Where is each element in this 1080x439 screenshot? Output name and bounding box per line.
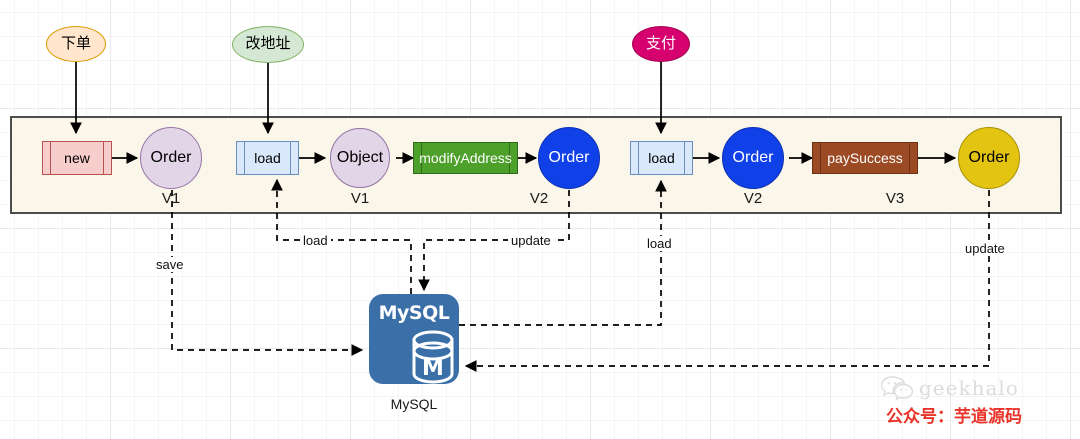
process-bar-left bbox=[244, 142, 245, 174]
state-order-v1[interactable]: Order bbox=[140, 127, 202, 189]
state-order-v2-a[interactable]: Order bbox=[538, 127, 600, 189]
version-label-order-v1: V1 bbox=[161, 190, 181, 207]
step-load-1-label: load bbox=[254, 150, 281, 166]
edge-label-save: save bbox=[153, 257, 187, 272]
edge-mysql-to-load1 bbox=[271, 178, 412, 294]
step-new-label: new bbox=[64, 150, 90, 166]
edge-label-load-2: load bbox=[644, 236, 675, 251]
datastore-mysql[interactable]: MySQL M bbox=[369, 294, 459, 384]
datastore-mysql-caption: MySQL bbox=[390, 396, 438, 412]
trigger-change-address[interactable] bbox=[232, 26, 304, 63]
state-order-v2-a-label: Order bbox=[548, 149, 590, 167]
process-bar-right bbox=[684, 142, 685, 174]
edge-save-to-mysql bbox=[171, 190, 364, 356]
edge-label-update-1: update bbox=[508, 233, 554, 248]
watermark-account: 公众号：芋道源码 bbox=[886, 407, 1022, 426]
step-pay-success-label: paySuccess bbox=[827, 150, 903, 166]
trigger-change-address-label: 改地址 bbox=[245, 35, 291, 53]
version-label-order-v3: V3 bbox=[885, 190, 905, 207]
edge-order4-update-to-mysql bbox=[464, 190, 990, 372]
process-bar-left bbox=[638, 142, 639, 174]
step-load-2-label: load bbox=[648, 150, 675, 166]
database-cylinder-icon: M bbox=[412, 330, 454, 384]
step-modify-address[interactable]: modifyAddress bbox=[413, 142, 518, 174]
step-load-2[interactable]: load bbox=[630, 141, 693, 175]
wechat-icon bbox=[880, 376, 914, 401]
state-order-v3[interactable]: Order bbox=[958, 127, 1020, 189]
trigger-place-order[interactable] bbox=[46, 26, 106, 62]
state-object-v1[interactable]: Object bbox=[330, 128, 390, 188]
state-order-v1-label: Order bbox=[150, 149, 192, 167]
edge-label-load-1: load bbox=[300, 233, 331, 248]
state-object-v1-label: Object bbox=[336, 149, 384, 167]
version-label-order-v2-a: V2 bbox=[529, 190, 549, 207]
process-bar-right bbox=[509, 143, 510, 173]
step-modify-address-label: modifyAddress bbox=[419, 150, 512, 166]
trigger-place-order-label: 下单 bbox=[60, 34, 91, 52]
step-new[interactable]: new bbox=[42, 141, 112, 175]
state-order-v3-label: Order bbox=[968, 149, 1010, 167]
watermark-brand: geekhalo bbox=[919, 376, 1019, 400]
edge-label-update-2: update bbox=[962, 241, 1008, 256]
process-bar-right bbox=[909, 143, 910, 173]
step-pay-success[interactable]: paySuccess bbox=[812, 142, 918, 174]
trigger-pay[interactable] bbox=[632, 26, 690, 62]
process-bar-right bbox=[290, 142, 291, 174]
svg-text:M: M bbox=[422, 356, 444, 381]
state-order-v2-b-label: Order bbox=[732, 149, 774, 167]
version-label-order-v2-b: V2 bbox=[743, 190, 763, 207]
mysql-logo-text: MySQL bbox=[378, 302, 450, 324]
process-bar-left bbox=[50, 142, 51, 174]
process-bar-left bbox=[421, 143, 422, 173]
process-bar-right bbox=[103, 142, 104, 174]
step-load-1[interactable]: load bbox=[236, 141, 299, 175]
watermark: geekhalo 公众号：芋道源码 bbox=[880, 374, 1070, 432]
process-bar-left bbox=[820, 143, 821, 173]
state-order-v2-b[interactable]: Order bbox=[722, 127, 784, 189]
trigger-pay-label: 支付 bbox=[645, 34, 676, 52]
edge-mysql-to-load2 bbox=[459, 179, 667, 326]
edge-order2-update-to-mysql bbox=[418, 190, 570, 292]
version-label-object-v1: V1 bbox=[350, 190, 370, 207]
